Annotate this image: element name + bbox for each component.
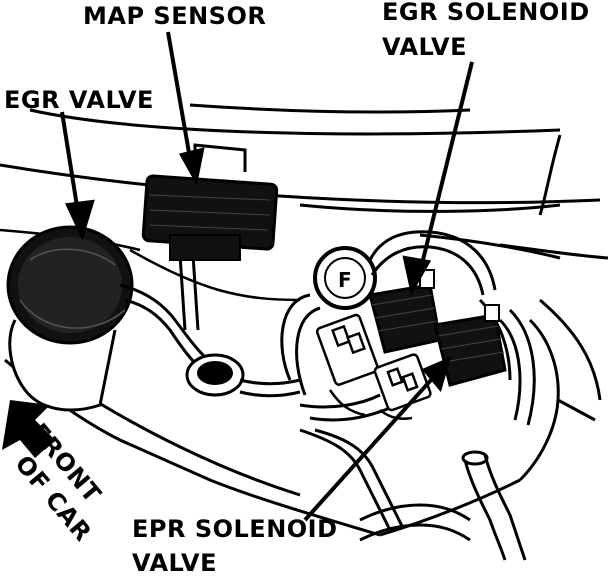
egr-valve — [6, 225, 134, 412]
lower-pipe — [359, 450, 527, 561]
svg-text:F: F — [338, 268, 352, 292]
epr-solenoid-label-line2: VALVE — [132, 549, 217, 577]
leader-lines — [60, 31, 474, 522]
map-sensor-label: MAP SENSOR — [83, 2, 267, 30]
epr-solenoid-label-line1: EPR SOLENOID — [132, 515, 338, 543]
solenoid-hoses — [280, 230, 536, 531]
map-sensor — [141, 143, 279, 261]
egr-valve-label: EGR VALVE — [4, 86, 154, 114]
round-valve-f: F — [313, 246, 377, 310]
vacuum-fitting — [185, 353, 301, 398]
front-of-car-arrow — [2, 400, 55, 458]
egr-solenoid-valve — [368, 269, 442, 354]
egr-solenoid-label-line1: EGR SOLENOID — [382, 0, 590, 26]
egr-solenoid-label-line2: VALVE — [382, 33, 467, 61]
